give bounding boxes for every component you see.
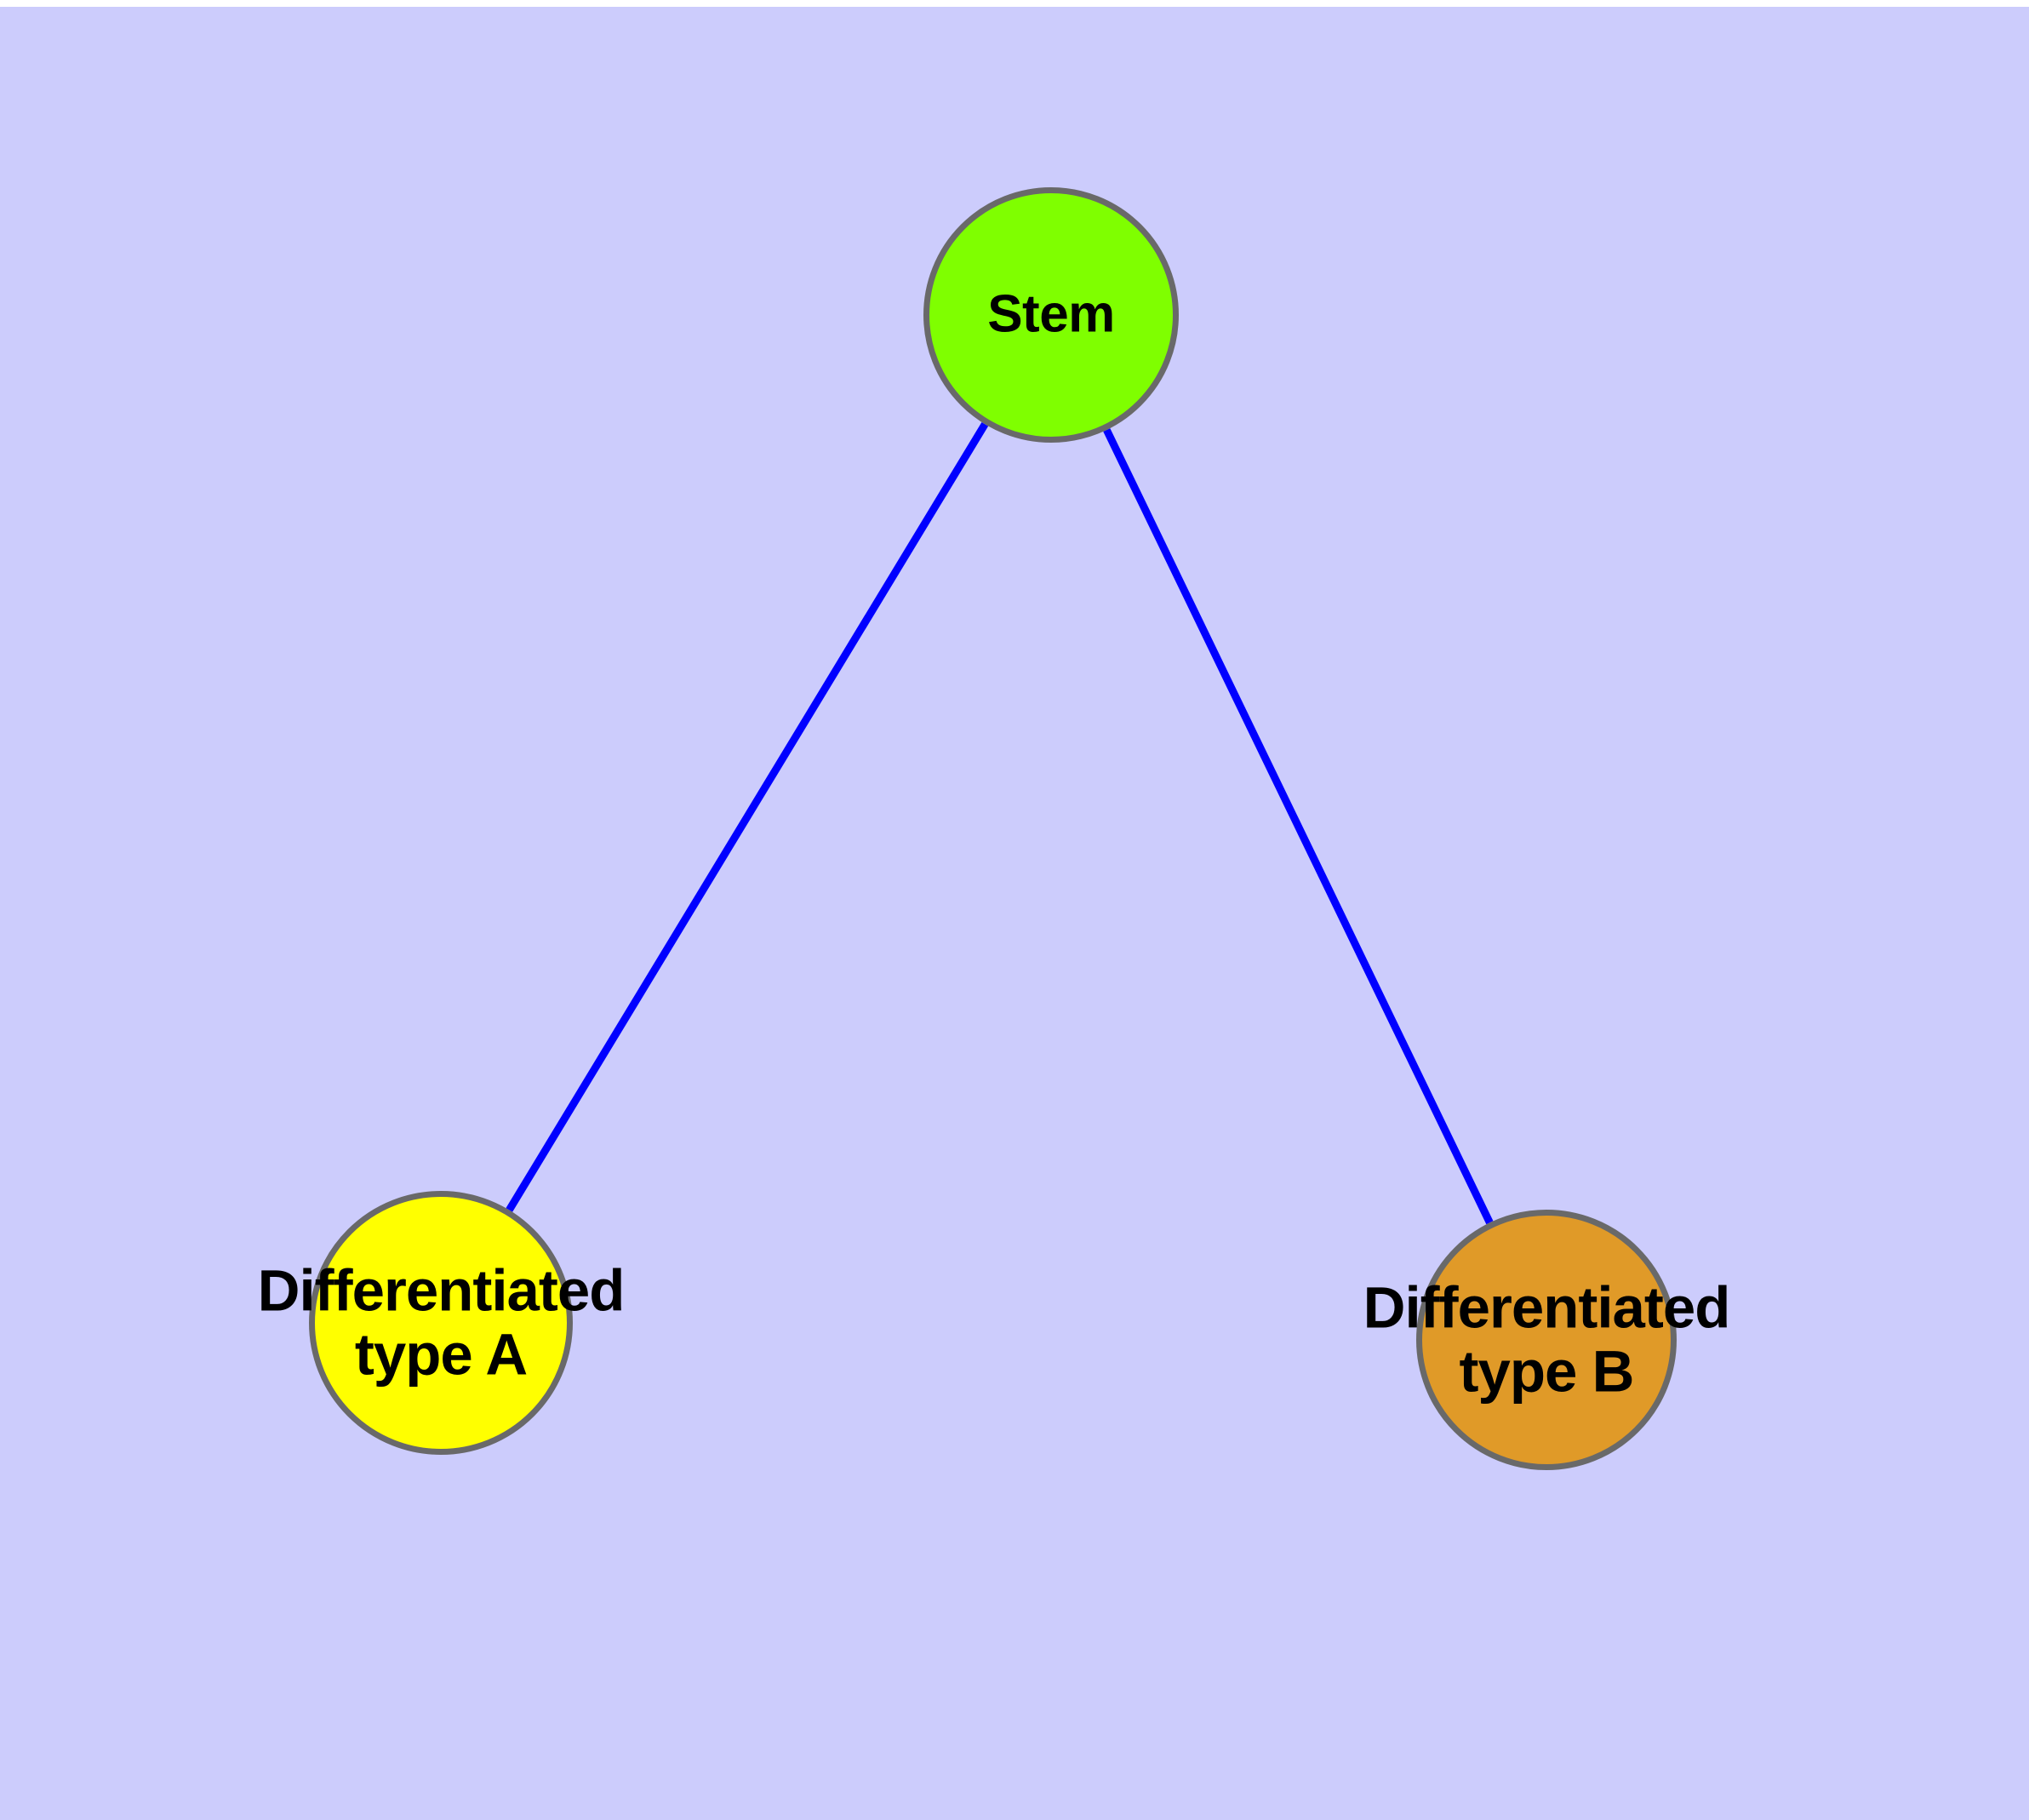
node-layer — [309, 187, 1677, 1470]
node-differentiated-type-a[interactable] — [309, 1191, 573, 1455]
edge-stem-to-differentiated-type-a — [506, 421, 989, 1212]
node-differentiated-type-b[interactable] — [1416, 1210, 1677, 1470]
edge-layer — [506, 421, 1494, 1225]
node-stem[interactable] — [923, 187, 1179, 443]
edge-stem-to-differentiated-type-b — [1103, 428, 1494, 1225]
